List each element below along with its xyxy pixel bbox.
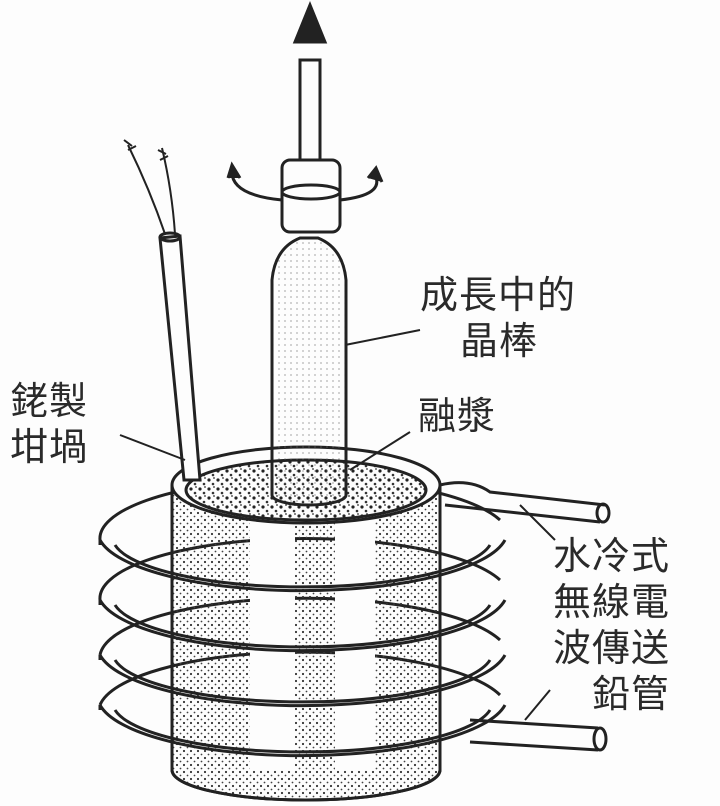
crucible-label-line2: 坩堝 xyxy=(10,425,89,469)
coil-label-line1: 水冷式 xyxy=(553,534,671,578)
crystal-label-line2: 晶棒 xyxy=(460,319,539,363)
coil-label-line3: 波傳送 xyxy=(553,626,671,670)
coil-label-line2: 無線電 xyxy=(553,580,671,624)
pull-shaft xyxy=(298,58,322,162)
thermocouple xyxy=(123,139,202,482)
growing-crystal xyxy=(226,58,384,507)
pull-up-arrow-icon xyxy=(292,1,328,44)
crucible-label: 銠製坩堝 xyxy=(10,378,88,470)
melt-label: 融漿 xyxy=(418,394,497,438)
coil-label-line4: 鉛管 xyxy=(592,672,671,716)
crucible-label-line1: 銠製 xyxy=(10,379,89,423)
crystal-label-line1: 成長中的 xyxy=(420,273,577,317)
rf-coil xyxy=(98,481,611,758)
crystal-label: 成長中的晶棒 xyxy=(420,272,576,364)
coil-label: 水冷式無線電波傳送鉛管 xyxy=(553,533,670,717)
leader-lines xyxy=(119,329,556,721)
